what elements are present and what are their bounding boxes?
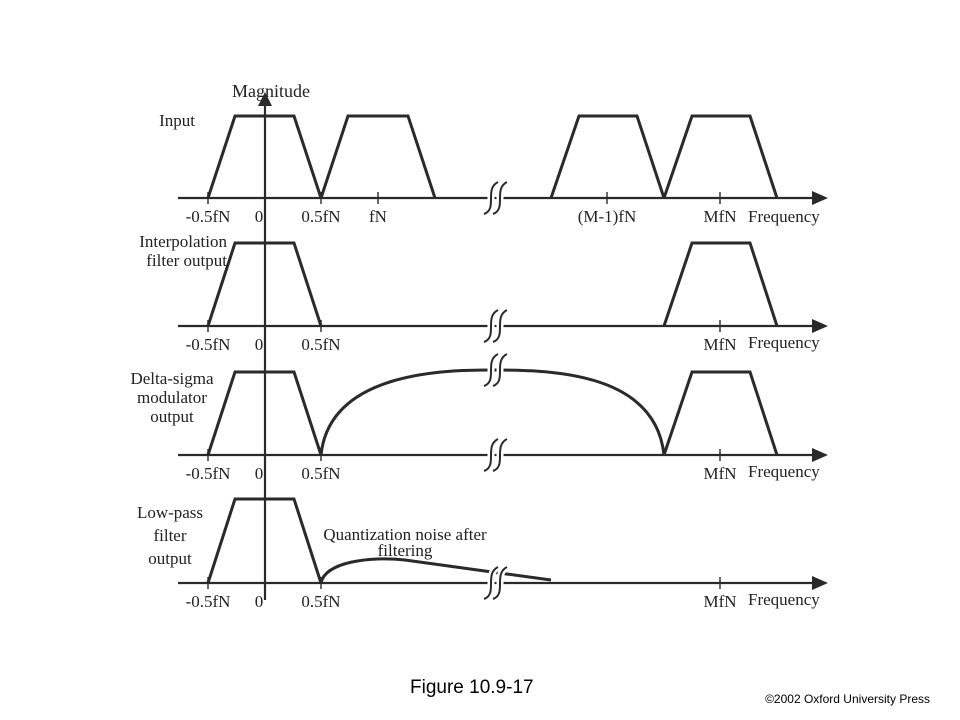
tick-label-2-zero: 0	[255, 335, 264, 354]
y-axis-label: Magnitude	[232, 81, 310, 101]
frequency-arrowhead-4	[812, 576, 828, 590]
input-spectrum-image-m	[662, 114, 779, 199]
tick-label-1-mfn: MfN	[703, 207, 736, 226]
panel-2-label-line-1: Interpolation	[139, 232, 227, 251]
tick-label-1-fn: fN	[369, 207, 387, 226]
tick-label-3-mfn: MfN	[703, 464, 736, 483]
tick-label-4-zero: 0	[255, 592, 264, 611]
filtered-noise-curve	[319, 557, 552, 584]
axis-break-4	[482, 563, 510, 603]
axis-break-1	[482, 178, 510, 218]
frequency-arrowhead-2	[812, 319, 828, 333]
axis-break-3	[482, 435, 510, 475]
panel-3-label-line-3: output	[150, 407, 194, 426]
panel-3-label-line-2: modulator	[137, 388, 207, 407]
axis-break-2	[482, 306, 510, 346]
frequency-arrowhead-1	[812, 191, 828, 205]
modulator-spectrum-baseband	[206, 370, 323, 456]
lowpass-spectrum-baseband	[206, 497, 323, 584]
tick-label-1-half-fn: 0.5fN	[301, 207, 340, 226]
tick-label-4-neg-half-fn: -0.5fN	[186, 592, 231, 611]
figure-caption: Figure 10.9-17	[410, 677, 534, 698]
interpolation-spectrum-baseband	[206, 241, 323, 327]
modulator-spectrum-image-m	[662, 370, 779, 456]
tick-label-2-neg-half-fn: -0.5fN	[186, 335, 231, 354]
input-spectrum-image-m1	[549, 114, 666, 199]
tick-label-1-m-minus-1-fn: (M-1)fN	[578, 207, 637, 226]
tick-label-3-neg-half-fn: -0.5fN	[186, 464, 231, 483]
tick-label-4-half-fn: 0.5fN	[301, 592, 340, 611]
tick-label-3-zero: 0	[255, 464, 264, 483]
tick-label-1-neg-half-fn: -0.5fN	[186, 207, 231, 226]
x-axis-label-4: Frequency	[748, 590, 820, 609]
input-spectrum-image-1	[319, 114, 437, 199]
tick-label-4-mfn: MfN	[703, 592, 736, 611]
panel-4-label-line-2: filter	[153, 526, 186, 545]
copyright-notice: ©2002 Oxford University Press	[765, 692, 930, 706]
panel-2-label-line-2: filter output	[146, 251, 227, 270]
x-axis-label-1: Frequency	[748, 207, 820, 226]
panel-4-label-line-1: Low-pass	[137, 503, 203, 522]
magnitude-arrowhead	[258, 92, 272, 106]
annotation-line-1: Quantization noise after	[323, 525, 487, 544]
noise-curve-break	[482, 350, 510, 390]
annotation-line-2: filtering	[378, 541, 433, 560]
tick-label-3-half-fn: 0.5fN	[301, 464, 340, 483]
panel-3-label-line-1: Delta-sigma	[130, 369, 214, 388]
x-axis-label-2: Frequency	[748, 333, 820, 352]
frequency-arrowhead-3	[812, 448, 828, 462]
tick-label-1-zero: 0	[255, 207, 264, 226]
input-spectrum-baseband	[206, 114, 323, 199]
panel-4-label-line-3: output	[148, 549, 192, 568]
panel-1-label-line-1: Input	[159, 111, 195, 130]
interpolation-spectrum-image-m	[662, 241, 779, 327]
x-axis-label-3: Frequency	[748, 462, 820, 481]
tick-label-2-mfn: MfN	[703, 335, 736, 354]
tick-label-2-half-fn: 0.5fN	[301, 335, 340, 354]
